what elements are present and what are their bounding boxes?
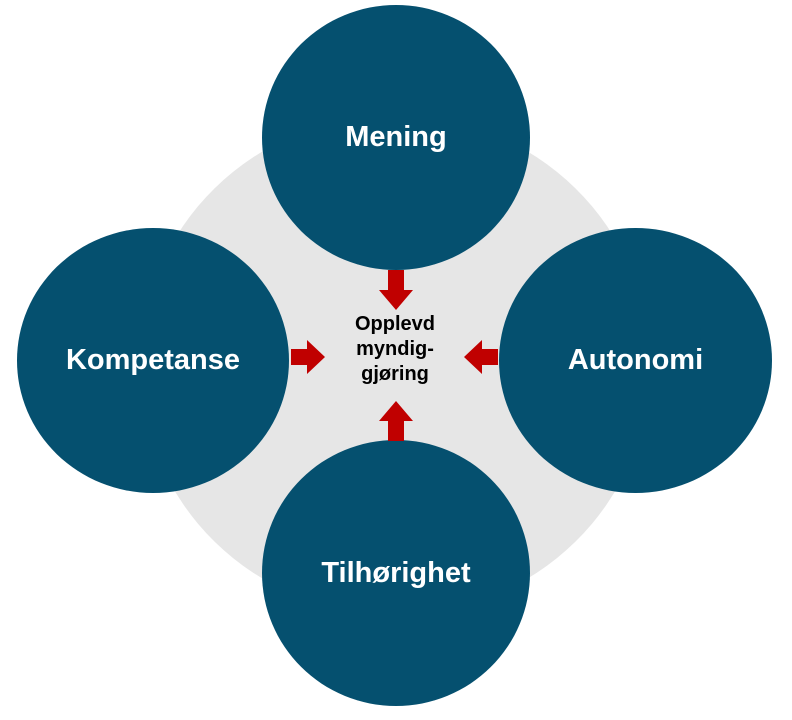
arrow-down-icon [379,270,413,310]
node-autonomi-label: Autonomi [567,344,704,376]
node-kompetanse-label: Kompetanse [65,344,241,376]
center-label: Opplevd myndig- gjøring [330,312,460,387]
node-tilhorighet-label: Tilhørighet [321,556,471,589]
arrow-left-icon [464,340,498,374]
arrow-up-icon [379,401,413,441]
node-tilhorighet: Tilhørighet [262,440,530,706]
node-mening: Mening [262,5,530,270]
node-kompetanse: Kompetanse [17,228,289,493]
center-label-line-2: myndig- [356,338,434,360]
center-label-line-3: gjøring [361,363,429,385]
arrow-right-icon [291,340,325,374]
center-label-line-1: Opplevd [354,313,435,335]
node-autonomi: Autonomi [499,228,772,493]
node-mening-label: Mening [345,121,447,153]
